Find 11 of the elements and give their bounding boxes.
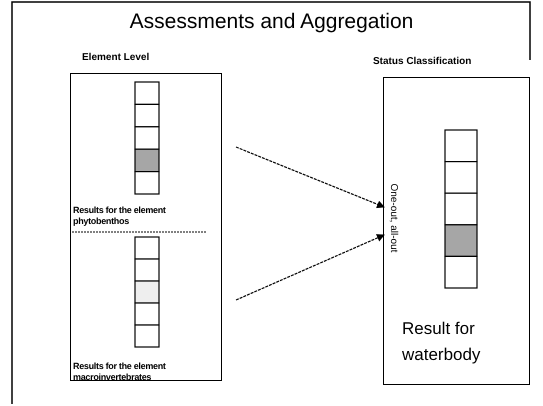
group-heading: Status Classification [373, 56, 472, 67]
group-heading: Element Level [82, 52, 150, 63]
result-caption: Results for the element macroinvertebrates [73, 361, 219, 383]
result-text: Result for waterbody [402, 316, 512, 368]
panel-box [70, 73, 222, 381]
arrow [236, 146, 385, 208]
diagram-title: Assessments and Aggregation [128, 10, 414, 34]
rule-text: One-out, all-out [386, 170, 400, 266]
result-caption: Results for the element phytobenthos [73, 205, 213, 227]
panel-box [383, 77, 530, 385]
arrow [236, 234, 385, 301]
